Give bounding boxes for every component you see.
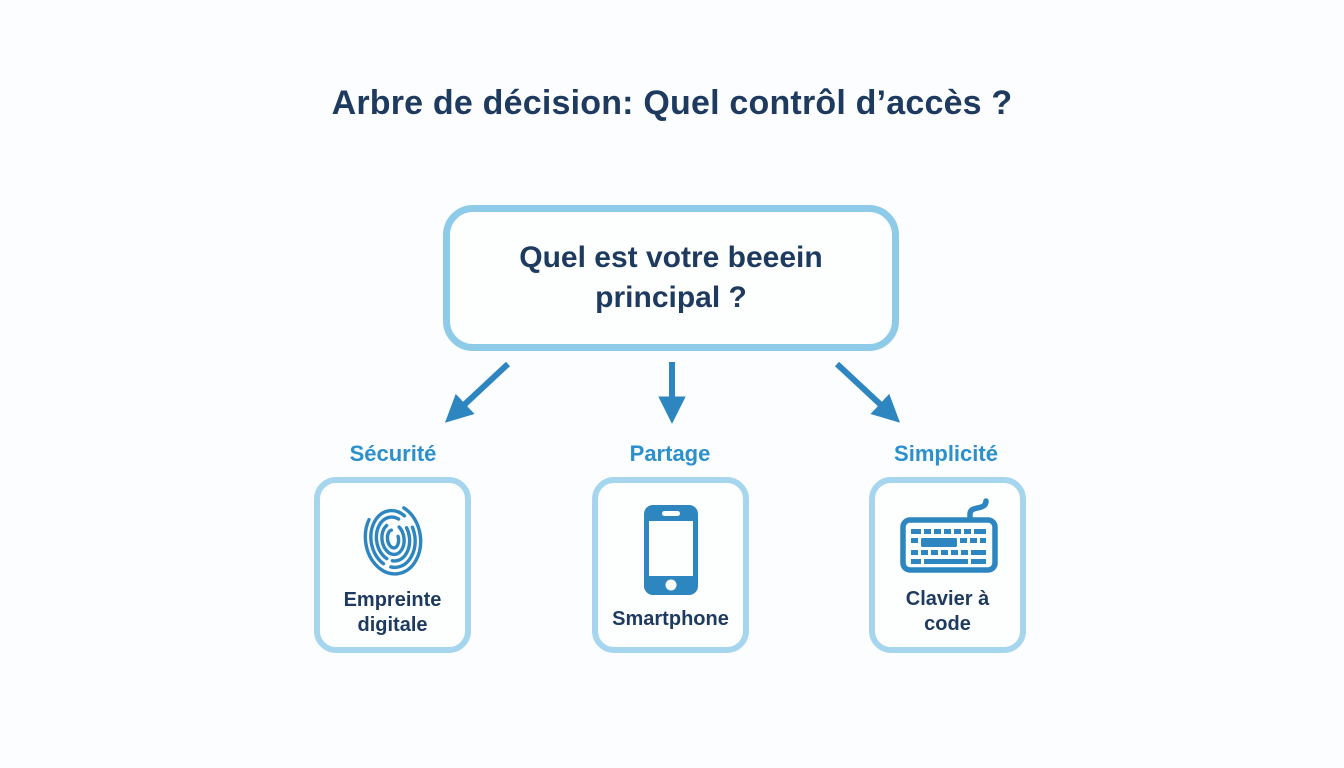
root-question-node: Quel est votre beeein principal ? bbox=[443, 205, 899, 351]
option-label-smartphone: Smartphone bbox=[612, 607, 729, 630]
option-card-fingerprint: Empreinte digitale bbox=[314, 477, 471, 653]
branch-label-simplicity: Simplicité bbox=[894, 441, 998, 466]
option-label-keyboard: Clavier à code bbox=[905, 588, 990, 635]
branch-label-sharing: Partage bbox=[629, 441, 711, 466]
root-question-text: Quel est votre beeein principal ? bbox=[519, 240, 823, 315]
arrow-to-simplicity bbox=[834, 361, 901, 423]
diagram-title: Arbre de décision: Quel contrôl d’accès … bbox=[331, 84, 1013, 122]
keyboard-icon bbox=[890, 497, 1006, 577]
branch-label-security: Sécurité bbox=[349, 441, 437, 466]
option-card-keyboard: Clavier à code bbox=[869, 477, 1026, 653]
option-card-smartphone: Smartphone bbox=[592, 477, 749, 653]
smartphone-icon bbox=[642, 503, 700, 597]
fingerprint-icon bbox=[355, 496, 431, 578]
option-label-fingerprint: Empreinte digitale bbox=[343, 589, 442, 636]
arrow-to-security bbox=[444, 361, 511, 423]
